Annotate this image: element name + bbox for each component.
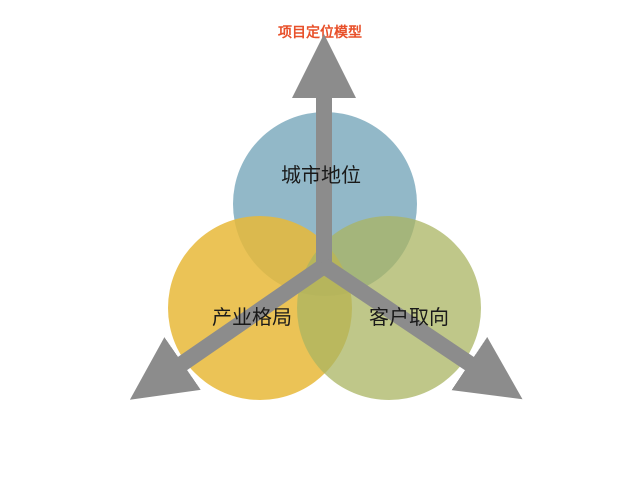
arrows bbox=[129, 34, 523, 400]
arrow-lower-right bbox=[319, 259, 523, 400]
arrow-lower-left bbox=[129, 259, 329, 400]
label-city-status: 城市地位 bbox=[281, 163, 361, 187]
label-customer-orientation: 客户取向 bbox=[369, 305, 449, 329]
label-industry-pattern: 产业格局 bbox=[212, 305, 292, 329]
